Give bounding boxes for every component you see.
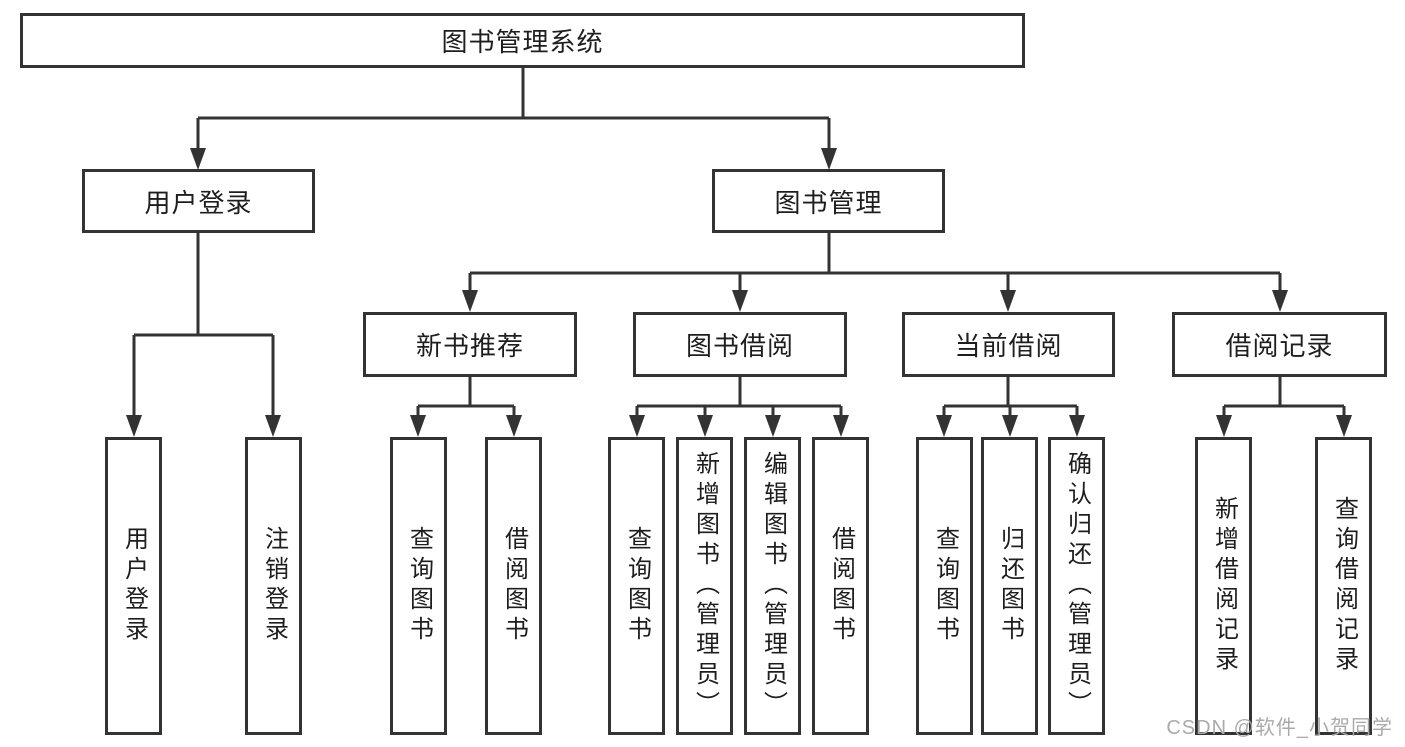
csdn-watermark: CSDN @软件_小贺同学 <box>1166 717 1393 739</box>
node-leaf-query-borrow-record: 查询借阅记录 <box>1315 437 1372 735</box>
connector-book-borrow-to-leaves <box>629 377 849 437</box>
node-leaf-borrow-books: 借阅图书 <box>812 437 869 735</box>
node-label: 编辑图书（管理员） <box>759 451 787 721</box>
node-leaf-edit-books-admin: 编辑图书（管理员） <box>744 437 801 735</box>
node-book-borrow: 图书借阅 <box>633 312 847 377</box>
node-label: 查询图书 <box>405 526 433 646</box>
node-leaf-add-books-admin: 新增图书（管理员） <box>676 437 733 735</box>
node-label: 注销登录 <box>260 526 288 646</box>
node-label: 图书管理 <box>774 187 883 218</box>
node-label: 借阅图书 <box>827 526 855 646</box>
connector-book-management-to-level3 <box>462 233 1288 312</box>
node-root-system: 图书管理系统 <box>20 13 1025 68</box>
node-leaf-add-borrow-record: 新增借阅记录 <box>1195 437 1252 735</box>
node-label: 图书管理系统 <box>441 27 604 57</box>
node-leaf-return-books: 归还图书 <box>981 437 1038 735</box>
node-label: 确认归还（管理员） <box>1063 451 1091 721</box>
node-book-management: 图书管理 <box>712 169 945 233</box>
node-label: 查询图书 <box>931 526 959 646</box>
connector-user-login-to-leaves <box>126 233 281 437</box>
node-leaf-query-books-borrow: 查询图书 <box>608 437 665 735</box>
node-label: 归还图书 <box>996 526 1024 646</box>
node-label: 新书推荐 <box>415 331 524 361</box>
connector-current-borrow-to-leaves <box>936 377 1085 437</box>
node-leaf-logout: 注销登录 <box>245 437 302 735</box>
connector-root-to-level2 <box>190 68 837 170</box>
node-leaf-borrow-books-recommend: 借阅图书 <box>485 437 542 735</box>
node-leaf-query-books-current: 查询图书 <box>916 437 973 735</box>
node-label: 借阅记录 <box>1225 331 1334 361</box>
node-current-borrow: 当前借阅 <box>902 312 1115 377</box>
node-leaf-user-login: 用户登录 <box>105 437 162 735</box>
node-label: 图书借阅 <box>685 331 794 361</box>
node-label: 新增借阅记录 <box>1210 496 1238 676</box>
node-new-book-recommend: 新书推荐 <box>363 312 577 377</box>
node-label: 新增图书（管理员） <box>691 451 719 721</box>
node-borrow-record: 借阅记录 <box>1172 312 1387 377</box>
node-leaf-query-books-recommend: 查询图书 <box>390 437 447 735</box>
node-leaf-confirm-return-admin: 确认归还（管理员） <box>1048 437 1105 735</box>
node-label: 用户登录 <box>120 526 148 646</box>
node-user-login: 用户登录 <box>82 169 315 233</box>
node-label: 当前借阅 <box>954 331 1063 361</box>
connector-borrow-record-to-leaves <box>1216 377 1352 437</box>
node-label: 查询借阅记录 <box>1330 496 1358 676</box>
node-label: 查询图书 <box>623 526 651 646</box>
node-label: 借阅图书 <box>500 526 528 646</box>
node-label: 用户登录 <box>144 187 253 218</box>
connector-new-book-recommend-to-leaves <box>410 377 522 437</box>
